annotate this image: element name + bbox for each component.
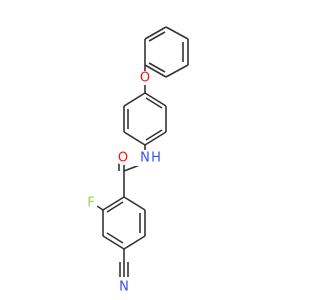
bond-m1-m2-inner — [145, 97, 163, 109]
phenyl-ring — [144, 26, 189, 78]
ether-oxygen-label: O — [140, 71, 150, 86]
bond-p5-p6-inner — [148, 62, 166, 73]
carbonyl-oxygen-label: O — [118, 151, 128, 166]
bond-p3-p4-inner — [148, 31, 166, 42]
bond-r1-r2 — [102, 196, 125, 211]
bond-p5-p6 — [144, 64, 167, 78]
bond-r4-r5 — [123, 235, 146, 250]
amide-hydrogen-label: H — [151, 151, 161, 166]
bond-r1-r2-inner — [106, 201, 124, 213]
bond-m1-m2 — [144, 92, 167, 107]
fluorine-atom: F — [84, 196, 98, 211]
bond-m3-m4 — [144, 131, 167, 146]
cyano-nitrogen-label: N — [119, 280, 129, 295]
bond-r3-r4 — [102, 235, 125, 250]
bond-m6-m1 — [123, 92, 146, 107]
amide-nitrogen-label: N — [140, 151, 150, 166]
ether-oxygen-atom: O — [138, 71, 152, 86]
bond-ring-fluorine — [96, 205, 104, 211]
phenylene-ring — [123, 92, 167, 146]
molecule-structure-diagram: O N H O F N — [84, 26, 189, 295]
bond-m3-m4-inner — [145, 129, 163, 141]
bond-r3-r4-inner — [106, 232, 124, 244]
bond-p2-p3 — [165, 26, 189, 40]
bond-r6-r1 — [123, 196, 146, 211]
amide-nitrogen-atom: N H — [134, 150, 161, 166]
fluorocyanophenyl-ring — [102, 196, 146, 250]
carbonyl-oxygen-atom: O — [116, 151, 130, 166]
fluorine-label: F — [87, 196, 94, 211]
cyano-nitrogen-atom: N — [117, 280, 131, 295]
bond-p6-p1 — [165, 64, 189, 78]
bond-p3-p4 — [144, 26, 167, 40]
bond-m4-m5 — [123, 131, 146, 146]
